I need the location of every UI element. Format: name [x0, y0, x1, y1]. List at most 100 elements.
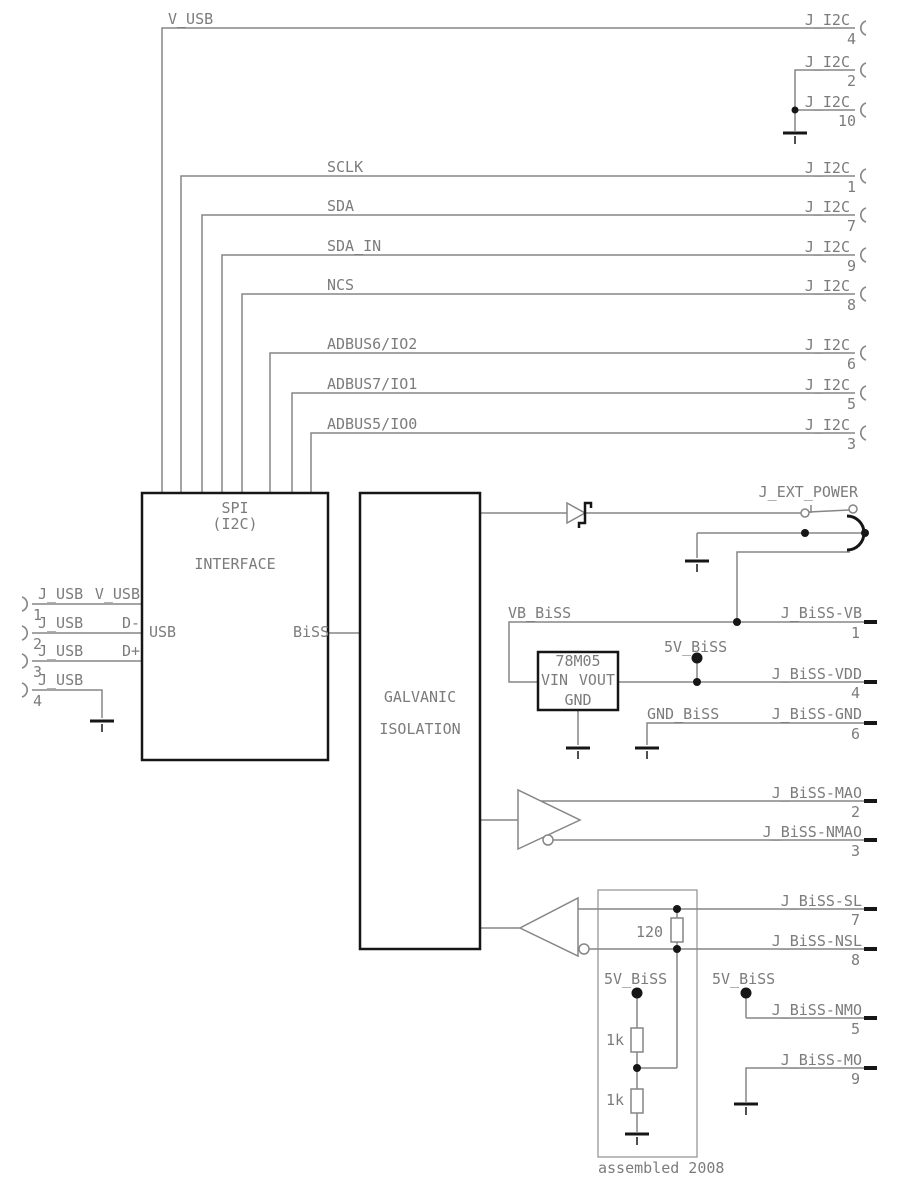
diode-cathode-bar [577, 501, 593, 528]
connector-label-j-i2c: J_I2C [804, 376, 850, 394]
biss-pin-stub [864, 838, 877, 842]
net-label-sda-in: SDA_IN [327, 237, 382, 255]
connector-label-j-i2c: J_I2C [804, 53, 850, 71]
connector-label-j-usb: J_USB [38, 642, 84, 660]
pin-number: 4 [850, 684, 860, 702]
resistor-1k-upper [630, 1027, 644, 1053]
power-dots [631, 652, 752, 999]
wire-usb-pins [32, 603, 142, 718]
pin-number: 5 [846, 395, 856, 413]
biss-pin-stub [864, 1016, 877, 1020]
connector-arcs [21, 20, 867, 698]
net-label-5v-biss: 5V_BiSS [604, 970, 668, 988]
assembly-note: assembled 2008 [598, 1159, 725, 1177]
net-label-adbus6: ADBUS6/IO2 [327, 335, 418, 353]
regulator-pin-vin: VIN [541, 671, 569, 689]
connector-label-j-biss-nmo: J_BiSS-NMO [771, 1001, 862, 1019]
biss-pin-stub [864, 1066, 877, 1070]
i2c-pin-arc [860, 385, 867, 401]
wire-adbus6 [269, 352, 855, 493]
junction-dot [633, 1064, 641, 1072]
pin-number: 3 [33, 663, 43, 681]
connector-label-j-biss-mao: J_BiSS-MAO [771, 784, 862, 802]
resistor-value-1k: 1k [606, 1091, 625, 1109]
pin-number: 4 [33, 692, 43, 710]
receiver-buffer [518, 896, 590, 958]
i2c-pin-arc [860, 425, 867, 441]
usb-pin-arc [21, 625, 28, 641]
connector-label-j-biss-vdd: J_BiSS-VDD [771, 665, 862, 683]
usb-pin-arc [21, 596, 28, 612]
connector-label-j-i2c: J_I2C [804, 336, 850, 354]
net-label-5v-biss: 5V_BiSS [664, 638, 728, 656]
net-label-ncs: NCS [327, 276, 355, 294]
connector-label-j-i2c: J_I2C [804, 277, 850, 295]
pin-number: 3 [850, 842, 860, 860]
power-dot-5v [631, 987, 643, 999]
pin-number: 2 [33, 635, 43, 653]
interface-box-title-i2c: (I2C) [212, 515, 258, 533]
net-label-v-usb-left: V_USB [94, 585, 140, 603]
connector-label-j-biss-nmao: J_BiSS-NMAO [762, 823, 862, 841]
net-label-adbus5: ADBUS5/IO0 [327, 415, 418, 433]
isolation-box [358, 491, 482, 951]
connector-label-j-biss-mo: J_BiSS-MO [780, 1051, 862, 1069]
connector-label-j-i2c: J_I2C [804, 11, 850, 29]
junction-dot [801, 529, 809, 537]
regulator-pin-vout: VOUT [578, 671, 615, 689]
driver-buffer [517, 788, 582, 851]
resistor-value-1k: 1k [606, 1031, 625, 1049]
connector-label-j-usb: J_USB [38, 614, 84, 632]
wire-vb [508, 621, 864, 683]
isolation-box-title-galvanic: GALVANIC [383, 688, 457, 706]
biss-pin-stub [864, 799, 877, 803]
pin-number: 1 [850, 624, 860, 642]
i2c-pin-arc [860, 20, 867, 36]
connector-label-j-biss-sl: J_BiSS-SL [780, 892, 862, 910]
jack-switch-contact-right [848, 504, 858, 514]
ground-bars [90, 131, 807, 1136]
net-label-v-usb: V_USB [168, 10, 214, 28]
power-dot-5v [691, 652, 703, 664]
junction-dot [693, 678, 701, 686]
pin-number: 9 [846, 257, 856, 275]
i2c-pin-arc [860, 286, 867, 302]
junction-dot [673, 905, 681, 913]
connector-label-j-usb: J_USB [38, 671, 84, 689]
connector-label-j-i2c: J_I2C [804, 198, 850, 216]
regulator-box [536, 650, 620, 712]
diode [566, 501, 593, 528]
pin-number: 7 [850, 911, 860, 929]
wire-gnd-biss [646, 722, 864, 745]
pin-number: 1 [846, 178, 856, 196]
pin-number: 3 [846, 435, 856, 453]
connector-label-j-i2c: J_I2C [804, 93, 850, 111]
pin-number: 2 [850, 803, 860, 821]
pin-number: 6 [850, 725, 860, 743]
connector-label-j-biss-gnd: J_BiSS-GND [771, 705, 862, 723]
ground-ticks [101, 136, 796, 1145]
connector-label-j-biss-vb: J_BiSS-VB [780, 604, 862, 622]
net-label-adbus7: ADBUS7/IO1 [327, 375, 418, 393]
junction-dot [733, 618, 741, 626]
pin-number: 8 [846, 296, 856, 314]
wire-v-usb [161, 27, 855, 493]
net-label-d-plus: D+ [121, 642, 140, 660]
regulator-part-label: 78M05 [555, 652, 601, 670]
biss-pin-stubs [864, 620, 877, 1070]
pin-number: 10 [837, 112, 856, 130]
i2c-pin-arc [860, 102, 867, 118]
i2c-pin-arc [860, 345, 867, 361]
usb-pin-arc [21, 653, 28, 669]
wire-sclk [180, 175, 855, 493]
resistor-120 [670, 917, 684, 943]
connector-label-j-ext-power: J_EXT_POWER [758, 483, 858, 501]
pin-number: 9 [850, 1070, 860, 1088]
diode-anode-triangle [566, 501, 587, 525]
ground-symbols [90, 131, 807, 1145]
connector-label-j-usb: J_USB [38, 585, 84, 603]
receiver-invert-bubble [578, 943, 590, 955]
connector-label-j-i2c: J_I2C [804, 159, 850, 177]
